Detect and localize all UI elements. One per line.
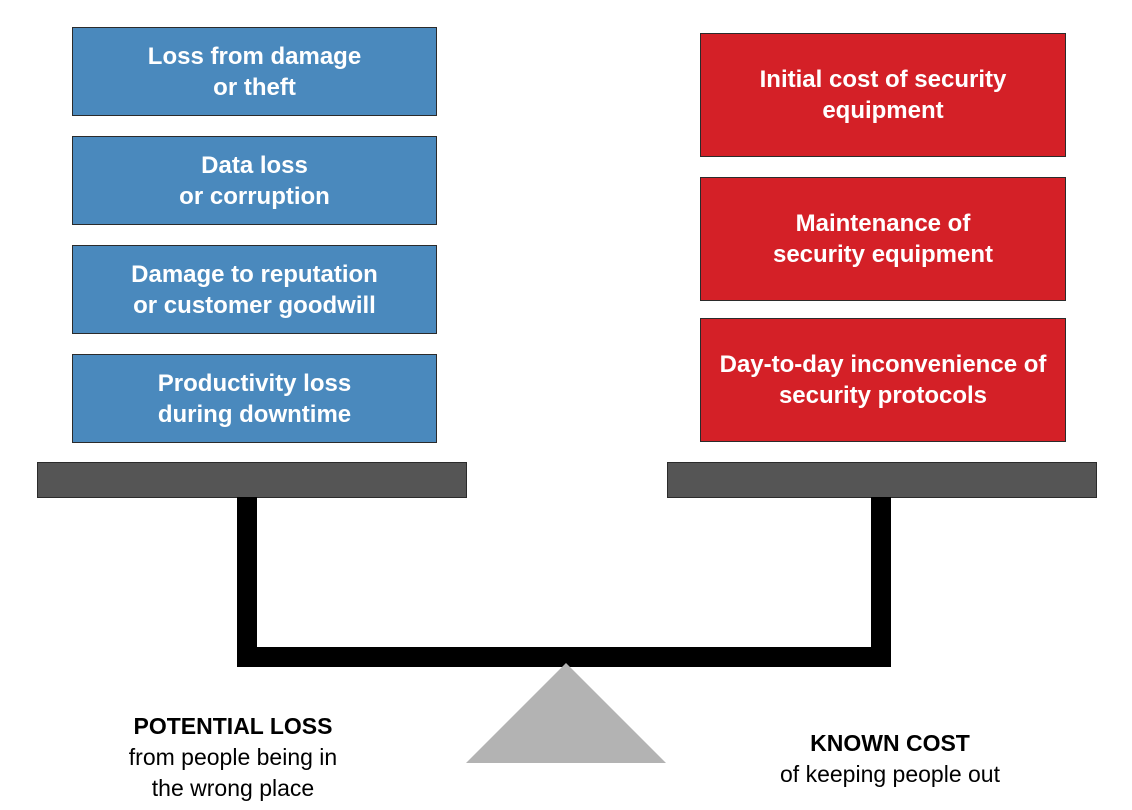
potential-loss-line: the wrong place (151, 775, 315, 801)
right-scale-post (871, 497, 891, 667)
potential-loss-title: POTENTIAL LOSS (133, 713, 333, 739)
known-cost-line: of keeping people out (780, 761, 1000, 787)
loss-item-line: during downtime (157, 400, 352, 428)
fulcrum-triangle (466, 663, 666, 763)
loss-item-line: Loss from damage (147, 42, 362, 70)
loss-item-line: or corruption (179, 182, 330, 210)
loss-item-damage-theft: Loss from damage or theft (72, 27, 437, 116)
potential-loss-caption: POTENTIAL LOSS from people being in the … (83, 711, 383, 804)
cost-item-initial: Initial cost of security equipment (700, 33, 1066, 157)
loss-item-line: or theft (213, 73, 296, 101)
cost-item-inconvenience: Day-to-day inconvenience of security pro… (700, 318, 1066, 442)
fulcrum-shape (466, 663, 666, 763)
loss-item-productivity: Productivity loss during downtime (72, 354, 437, 443)
cost-item-line: Initial cost of security (759, 66, 1007, 93)
scale-beam (237, 647, 891, 667)
loss-item-data-loss: Data loss or corruption (72, 136, 437, 225)
cost-item-line: equipment (822, 97, 944, 124)
cost-item-line: Maintenance of (795, 210, 971, 237)
cost-item-maintenance: Maintenance of security equipment (700, 177, 1066, 301)
left-scale-post (237, 497, 257, 667)
right-scale-plate (667, 462, 1097, 498)
left-scale-plate (37, 462, 467, 498)
loss-item-line: Damage to reputation (131, 260, 378, 288)
known-cost-title: KNOWN COST (810, 730, 970, 756)
known-cost-caption: KNOWN COST of keeping people out (720, 728, 1060, 790)
loss-item-line: Data loss (201, 151, 308, 179)
cost-item-line: security protocols (778, 382, 988, 409)
loss-item-line: Productivity loss (157, 369, 352, 397)
cost-item-line: Day-to-day inconvenience of (719, 351, 1047, 378)
loss-item-reputation: Damage to reputation or customer goodwil… (72, 245, 437, 334)
cost-item-line: security equipment (772, 241, 994, 268)
potential-loss-line: from people being in (128, 744, 338, 770)
loss-item-line: or customer goodwill (133, 291, 376, 319)
